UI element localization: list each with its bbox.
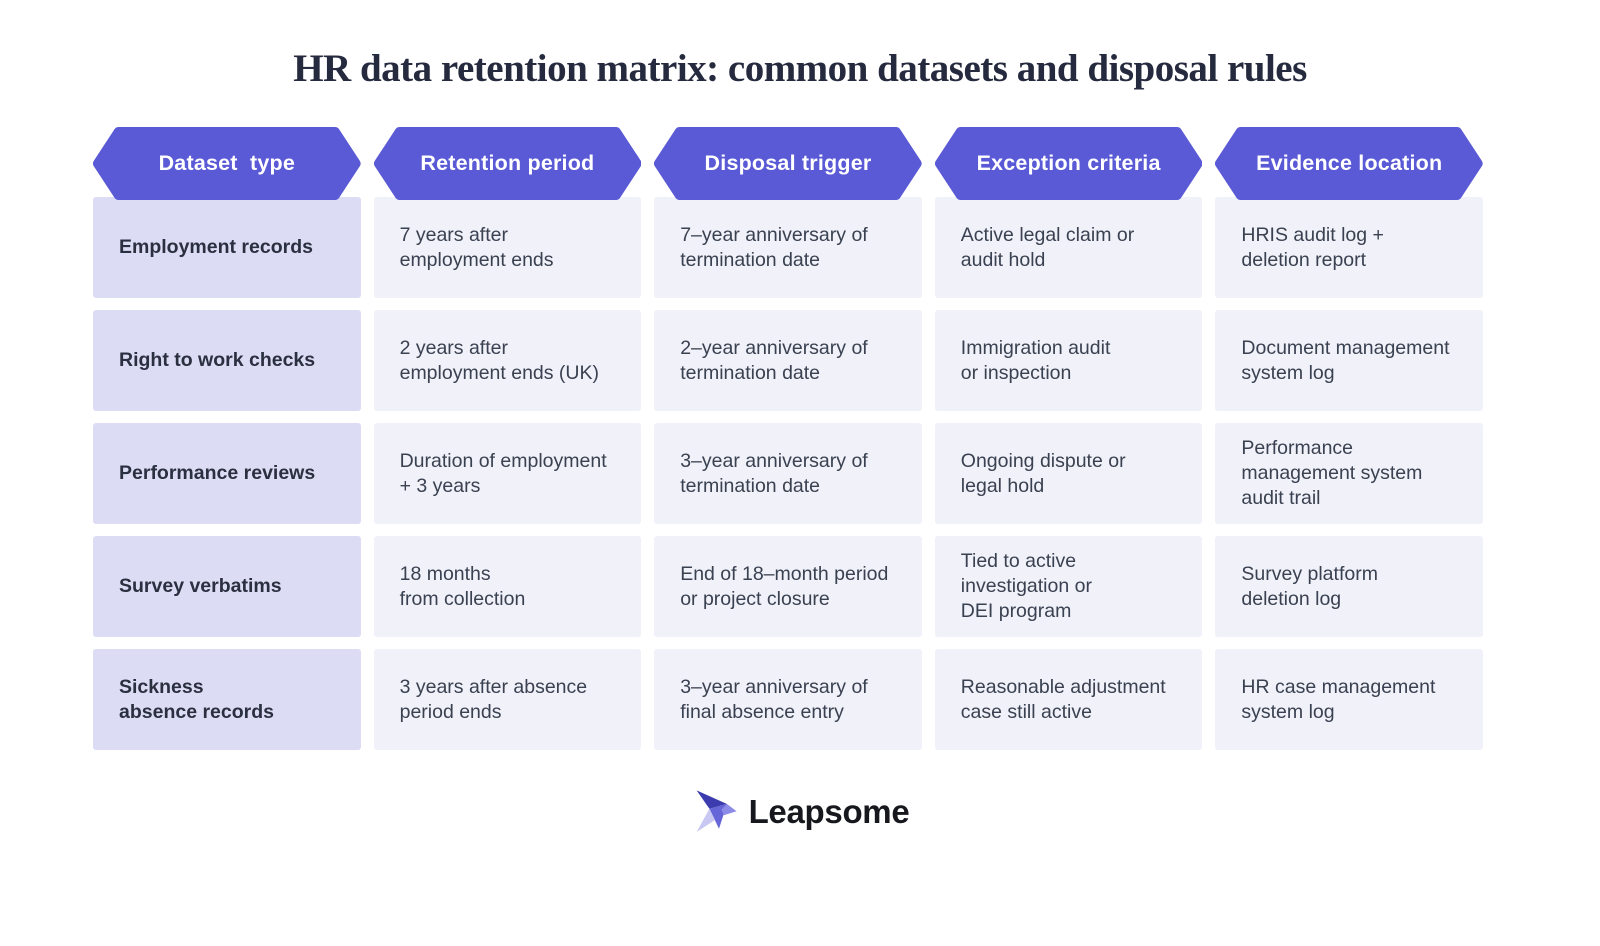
brand-logo: Leapsome bbox=[0, 788, 1600, 836]
table-cell-retention: Duration of employment + 3 years bbox=[373, 423, 642, 524]
table-cell-retention: 3 years after absence period ends bbox=[373, 649, 642, 750]
table-cell-trigger: 2–year anniversary of termination date bbox=[654, 310, 922, 411]
table-cell-trigger: End of 18–month period or project closur… bbox=[654, 536, 922, 637]
brand-name: Leapsome bbox=[748, 793, 910, 830]
table-cell-evidence: Survey platform deletion log bbox=[1215, 536, 1483, 637]
table-cell-retention: 7 years after employment ends bbox=[373, 197, 642, 298]
header-row: Dataset type Retention period Disposal t… bbox=[93, 127, 1483, 200]
column-header-label: Evidence location bbox=[1256, 151, 1443, 175]
column-header-retention-period: Retention period bbox=[373, 127, 642, 200]
hexagon-banner-shape bbox=[373, 127, 642, 200]
table-cell-trigger: 3–year anniversary of termination date bbox=[654, 423, 922, 524]
table-cell-retention: 18 months from collection bbox=[373, 536, 642, 637]
hexagon-banner-shape bbox=[654, 127, 922, 200]
table-cell-trigger: 3–year anniversary of final absence entr… bbox=[654, 649, 922, 750]
table-cell-retention: 2 years after employment ends (UK) bbox=[373, 310, 642, 411]
retention-matrix: Dataset type Retention period Disposal t… bbox=[93, 127, 1483, 750]
page-title: HR data retention matrix: common dataset… bbox=[293, 47, 1307, 90]
row-label-survey-verbatims: Survey verbatims bbox=[93, 536, 361, 637]
column-header-evidence-location: Evidence location bbox=[1215, 127, 1483, 200]
table-cell-exception: Reasonable adjustment case still active bbox=[934, 649, 1203, 750]
table-cell-exception: Ongoing dispute or legal hold bbox=[934, 423, 1203, 524]
hexagon-banner-shape bbox=[1215, 127, 1483, 200]
column-header-label: Retention period bbox=[420, 151, 595, 175]
table-cell-exception: Active legal claim or audit hold bbox=[934, 197, 1203, 298]
row-label-sickness-absence-records: Sickness absence records bbox=[93, 649, 361, 750]
column-header-disposal-trigger: Disposal trigger bbox=[654, 127, 922, 200]
row-label-employment-records: Employment records bbox=[93, 197, 361, 298]
column-header-exception-criteria: Exception criteria bbox=[934, 127, 1203, 200]
table-cell-evidence: Document management system log bbox=[1215, 310, 1483, 411]
table-cell-exception: Tied to active investigation or DEI prog… bbox=[934, 536, 1203, 637]
table-cell-evidence: Performance management system audit trai… bbox=[1215, 423, 1483, 524]
table-cell-evidence: HR case management system log bbox=[1215, 649, 1483, 750]
hexagon-banner-shape bbox=[934, 127, 1203, 200]
hexagon-banner-shape bbox=[93, 127, 361, 200]
column-header-label: Disposal trigger bbox=[704, 151, 872, 175]
column-header-dataset-type: Dataset type bbox=[93, 127, 361, 200]
table-cell-evidence: HRIS audit log + deletion report bbox=[1215, 197, 1483, 298]
leapsome-bird-icon bbox=[696, 790, 737, 832]
table-body: Employment records 7 years after employm… bbox=[93, 197, 1483, 750]
table-cell-exception: Immigration audit or inspection bbox=[934, 310, 1203, 411]
column-header-label: Dataset type bbox=[158, 151, 296, 175]
row-label-performance-reviews: Performance reviews bbox=[93, 423, 361, 524]
column-header-label: Exception criteria bbox=[976, 151, 1161, 175]
table-cell-trigger: 7–year anniversary of termination date bbox=[654, 197, 922, 298]
row-label-right-to-work-checks: Right to work checks bbox=[93, 310, 361, 411]
